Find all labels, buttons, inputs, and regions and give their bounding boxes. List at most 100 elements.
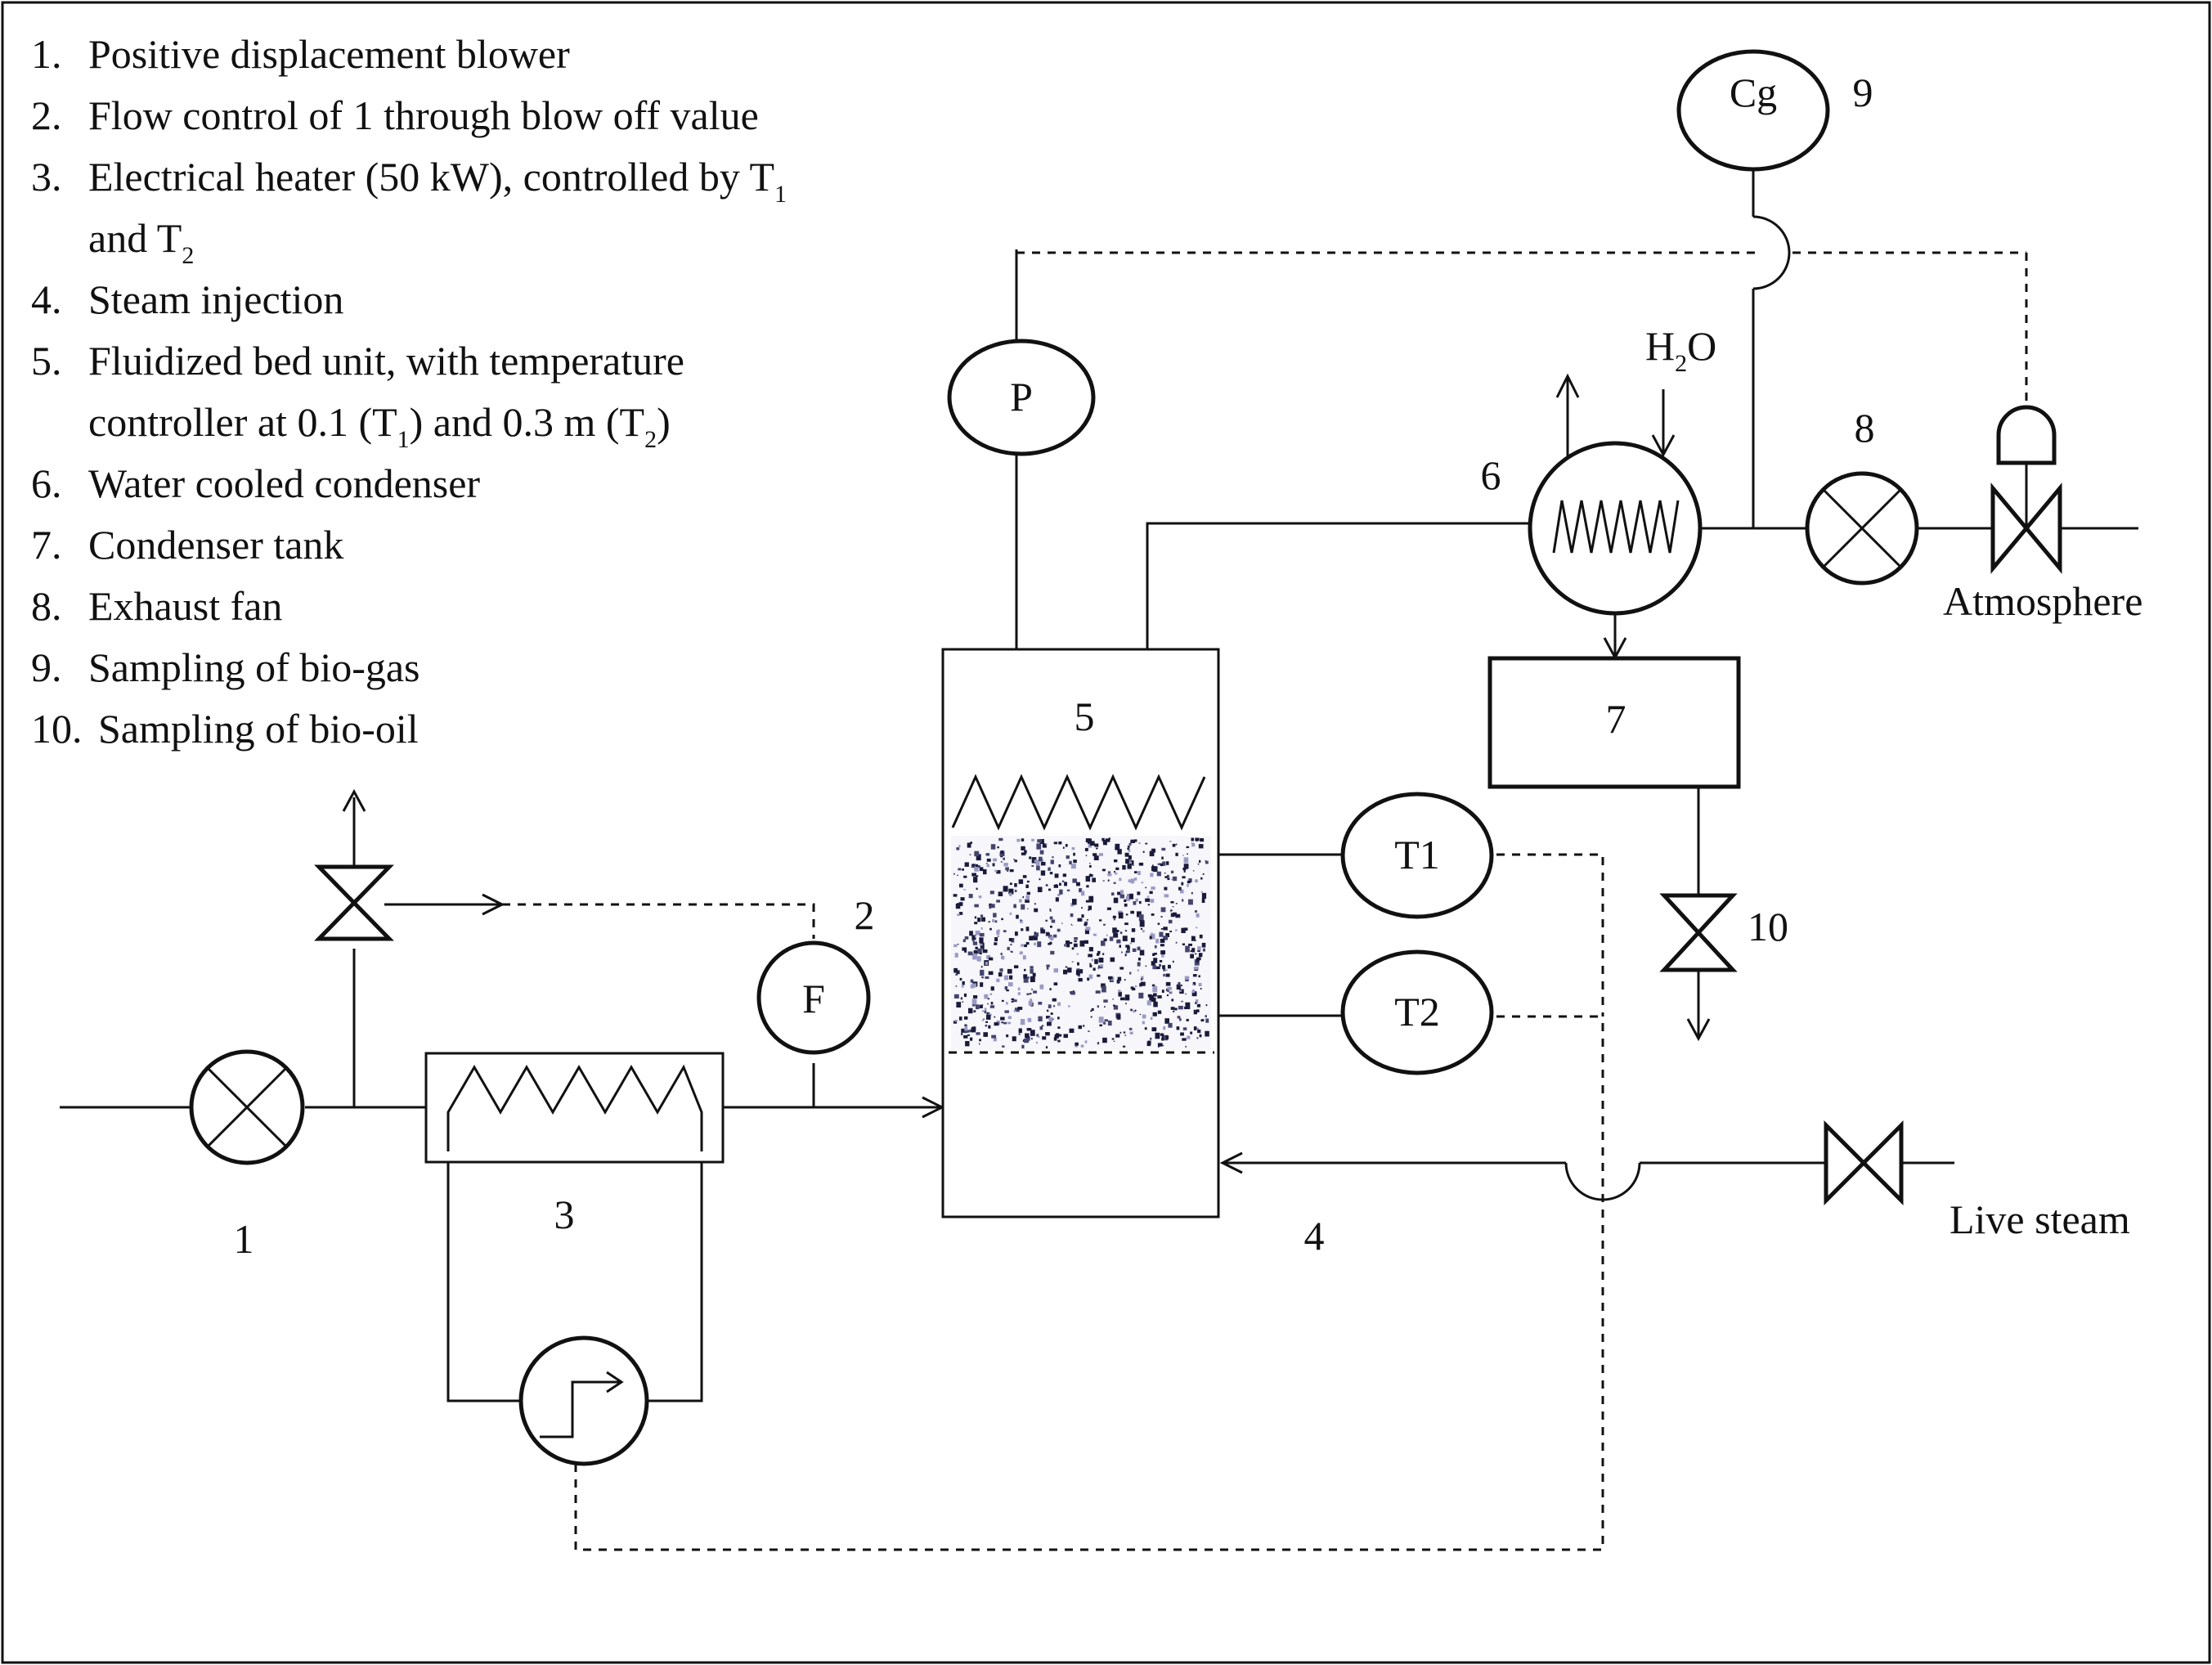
bed-particle xyxy=(957,874,958,876)
bed-particle xyxy=(1164,969,1168,972)
bed-particle xyxy=(1037,1036,1040,1038)
bed-particle xyxy=(964,1029,968,1034)
bed-particle xyxy=(1140,927,1143,930)
legend-text-2: Flow control of 1 through blow off value xyxy=(88,92,759,138)
bed-particle xyxy=(1173,912,1177,917)
bed-particle xyxy=(1028,1000,1033,1006)
bed-particle xyxy=(1031,864,1034,867)
step-signal-icon xyxy=(540,1380,620,1438)
bed-particle xyxy=(1048,942,1052,945)
bed-particle xyxy=(1088,954,1093,958)
bed-particle xyxy=(1145,965,1147,967)
bed-particle xyxy=(1181,882,1184,886)
bed-particle xyxy=(1016,838,1021,842)
bed-particle xyxy=(1170,1007,1175,1010)
bed-particle xyxy=(1034,908,1039,913)
bed-particle xyxy=(1041,1025,1044,1027)
bed-particle xyxy=(1182,1027,1187,1030)
bed-particle xyxy=(1197,946,1201,951)
legend-text-5b-sub2: 2 xyxy=(644,426,657,453)
bed-particle xyxy=(1063,969,1068,975)
bed-particle xyxy=(1188,899,1193,905)
bed-particle xyxy=(1168,1022,1173,1028)
bed-particle xyxy=(1040,870,1046,876)
bed-particle xyxy=(1128,855,1132,860)
bed-particle xyxy=(980,982,984,987)
bed-particle xyxy=(994,920,998,923)
bed-particle xyxy=(1168,964,1171,969)
bed-particle xyxy=(1149,850,1155,857)
bed-particle xyxy=(1182,867,1187,871)
bed-particle xyxy=(1130,1008,1133,1012)
reactor-to-condenser-pipe xyxy=(1146,522,1531,649)
bed-particle xyxy=(1150,933,1155,940)
bed-particle xyxy=(1202,948,1205,952)
bed-particle xyxy=(1070,923,1073,926)
bed-particle xyxy=(1018,1033,1021,1035)
bed-particle xyxy=(1205,1004,1208,1007)
bed-particle xyxy=(960,997,962,1000)
bed-particle xyxy=(1099,853,1103,856)
bed-particle xyxy=(962,868,964,871)
bed-particle xyxy=(1154,953,1157,955)
bed-particle xyxy=(1104,1019,1108,1022)
bed-particle xyxy=(953,873,955,875)
bed-particle xyxy=(954,953,958,958)
bed-particle xyxy=(1167,986,1172,990)
bed-particle xyxy=(1201,942,1206,948)
bed-particle xyxy=(1079,969,1084,974)
bed-particle xyxy=(1000,850,1004,854)
bed-particle xyxy=(1101,983,1106,988)
bed-particle xyxy=(1053,968,1058,973)
bed-particle xyxy=(1034,859,1039,863)
bed-particle xyxy=(963,993,967,997)
bed-particle xyxy=(996,870,1001,874)
bed-particle xyxy=(970,979,974,983)
bed-particle xyxy=(967,842,971,848)
bed-particle xyxy=(981,1020,984,1021)
bed-particle xyxy=(1003,975,1009,981)
bed-particle xyxy=(1003,857,1005,860)
bed-particle xyxy=(989,905,992,909)
legend-text-4: Steam injection xyxy=(88,276,343,322)
bed-particle xyxy=(1009,869,1014,873)
bed-particle xyxy=(1140,981,1146,986)
bed-particle xyxy=(1137,871,1141,875)
bed-particle xyxy=(999,968,1003,972)
bed-particle xyxy=(1046,1009,1049,1012)
bed-particle xyxy=(1063,1034,1068,1039)
bed-particle xyxy=(979,953,982,955)
bed-particle xyxy=(1016,914,1019,919)
bed-particle xyxy=(979,937,984,944)
label-2: 2 xyxy=(855,892,875,938)
bed-particle xyxy=(1036,865,1040,871)
bed-particle xyxy=(1084,940,1088,944)
bed-particle xyxy=(980,914,984,918)
bed-particle xyxy=(953,944,958,948)
bed-particle xyxy=(1196,960,1200,963)
bed-particle xyxy=(1062,873,1066,877)
bed-particle xyxy=(1124,852,1129,857)
bed-particle xyxy=(1196,1009,1200,1012)
bed-particle xyxy=(964,936,969,940)
bed-particle xyxy=(1098,958,1104,963)
bed-particle xyxy=(1155,966,1160,970)
bed-particle xyxy=(1007,1021,1011,1025)
bed-particle xyxy=(1150,899,1155,903)
bed-particle xyxy=(1005,867,1009,871)
bed-particle xyxy=(983,1032,988,1037)
bed-particle xyxy=(1125,913,1128,916)
bed-particle xyxy=(1057,1026,1061,1029)
bed-particle xyxy=(1163,968,1166,972)
bed-particle xyxy=(1024,850,1027,854)
bed-particle xyxy=(1150,873,1154,877)
label-6: 6 xyxy=(1481,452,1501,498)
pressure-gauge: P xyxy=(947,339,1096,456)
bed-particle xyxy=(1116,940,1121,944)
bed-particle xyxy=(1191,842,1194,844)
bed-particle xyxy=(1137,962,1141,967)
bed-particle xyxy=(1114,871,1115,873)
water-h: H xyxy=(1645,323,1675,369)
bed-particle xyxy=(1139,1013,1142,1016)
bed-particle xyxy=(1085,927,1091,931)
